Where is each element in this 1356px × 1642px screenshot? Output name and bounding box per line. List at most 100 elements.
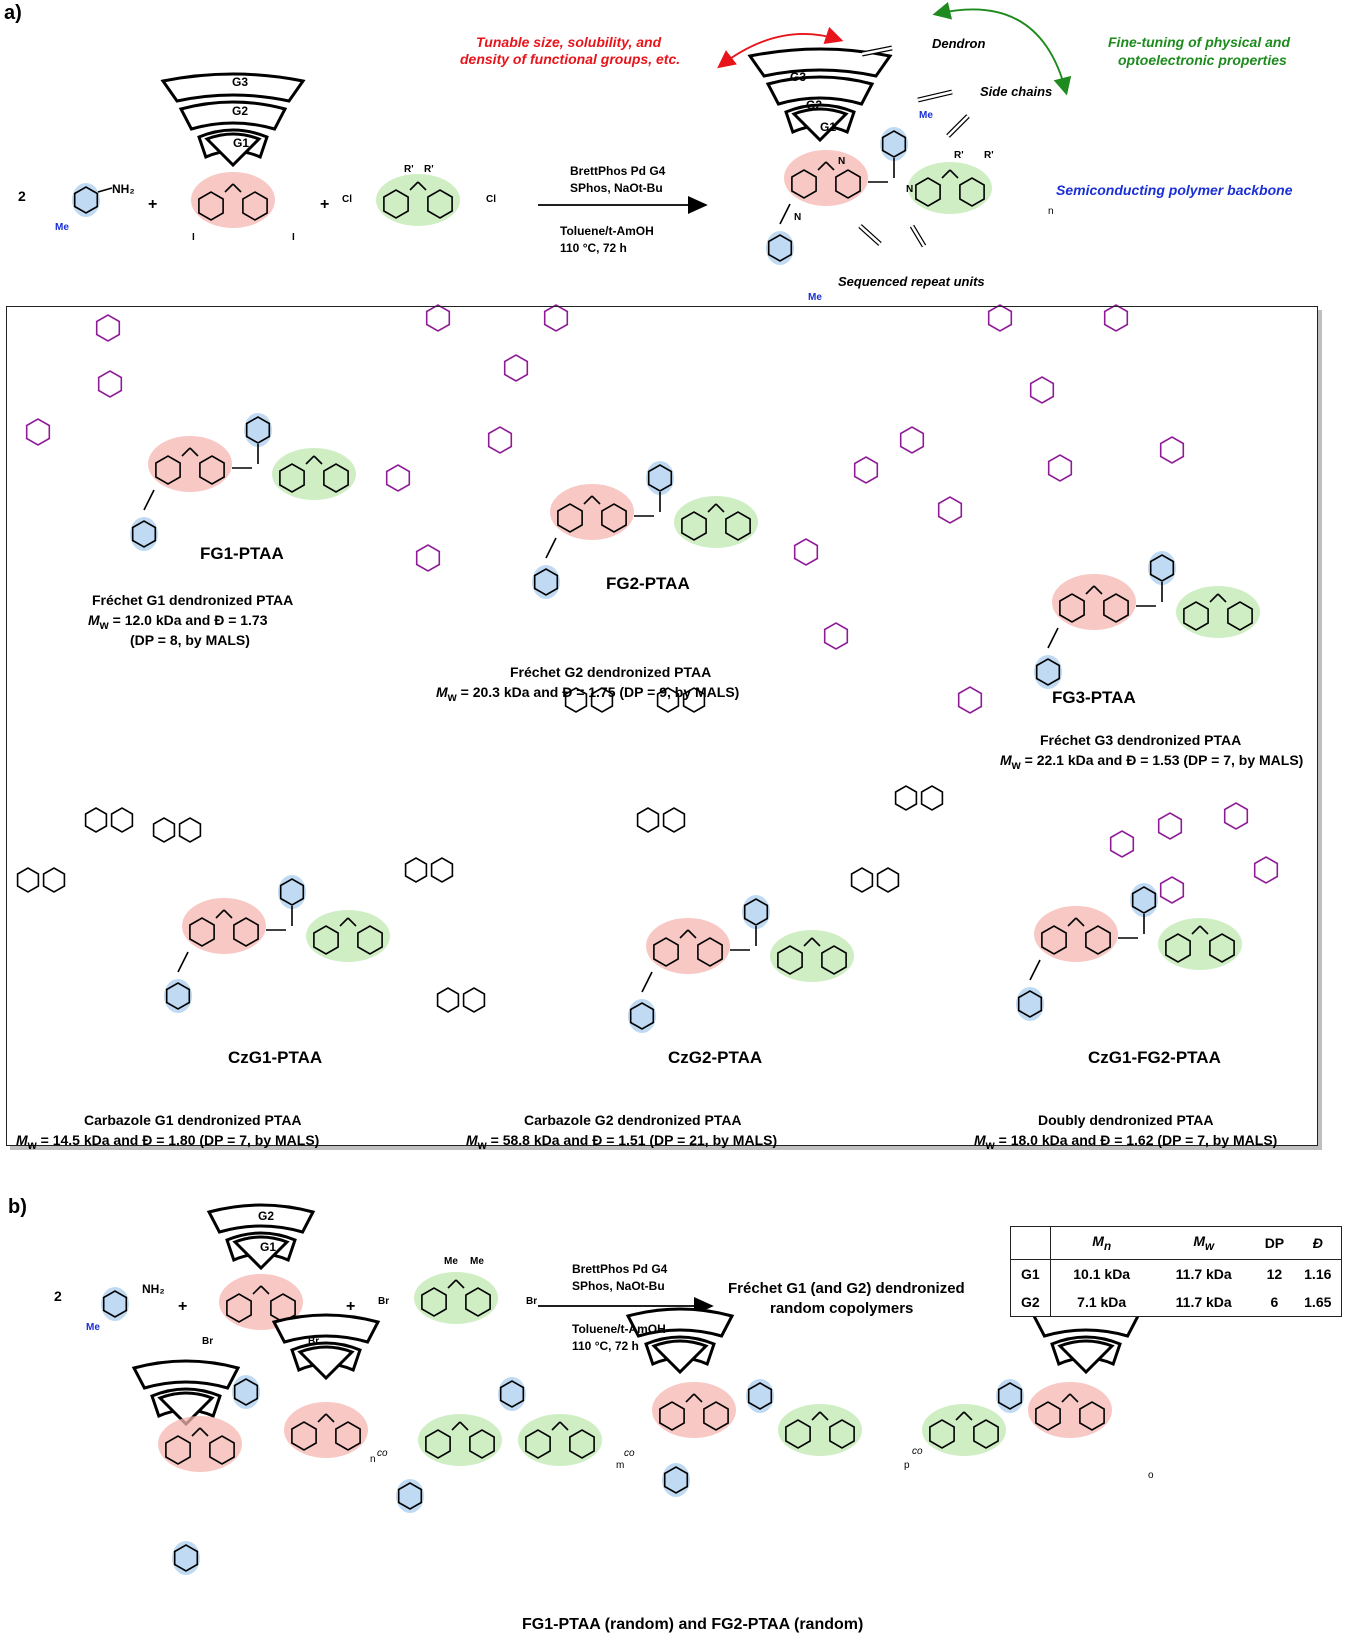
carbazole-ring — [1085, 925, 1111, 955]
bond — [819, 1411, 829, 1421]
r-prime-left: R' — [404, 164, 414, 175]
benzyl-ring — [1253, 856, 1279, 884]
bond — [199, 1427, 209, 1437]
compound-mw-fg1: Mw = 12.0 kDa and Đ = 1.73 — [88, 612, 268, 632]
dendron-wedge — [765, 75, 875, 106]
carbazole-highlight — [1052, 574, 1136, 630]
benzyl-ring — [503, 354, 529, 382]
bond — [679, 929, 689, 939]
dendron-wedge — [206, 1203, 316, 1234]
bond — [191, 1427, 201, 1437]
carbazole-highlight — [219, 1274, 303, 1330]
table-cell: 1.16 — [1304, 1265, 1332, 1282]
table-cell: 1.65 — [1304, 1293, 1332, 1310]
polymer-sub-o: o — [1148, 1470, 1154, 1481]
tolyl-ring — [743, 898, 769, 926]
fluorene-highlight — [376, 174, 460, 226]
tolyl-ring — [173, 1544, 199, 1572]
table-cell: 7.1 kDa — [1077, 1293, 1127, 1310]
hollow-arrow-inner — [859, 225, 881, 245]
bond — [313, 455, 323, 465]
tolyl-highlight — [662, 1463, 690, 1497]
benzyl-ring — [1047, 454, 1073, 482]
plus-sign: + — [346, 1298, 356, 1315]
bond — [685, 1393, 695, 1403]
fluorene-ring — [915, 177, 941, 207]
hexagon-ring — [16, 867, 40, 893]
compound-desc-czg2: Carbazole G2 dendronized PTAA — [524, 1112, 742, 1128]
carbazole-ring — [1059, 593, 1085, 623]
product-r-prime-2: R' — [984, 150, 994, 161]
hexagon-ring — [876, 867, 900, 893]
hollow-arrow-inner — [947, 115, 969, 137]
b-amine-coefficient: 2 — [54, 1288, 62, 1304]
benzyl-ring — [937, 496, 963, 524]
product-subscript-n: n — [1048, 206, 1054, 217]
compound-desc-fg2: Fréchet G2 dendronized PTAA — [510, 664, 712, 680]
bond — [1075, 917, 1085, 927]
bond — [1061, 1393, 1071, 1403]
tolyl-highlight — [746, 1379, 774, 1413]
bond — [715, 503, 725, 513]
fluorene-ring — [469, 1429, 495, 1459]
carbazole-highlight — [550, 484, 634, 540]
tolyl-highlight — [101, 1287, 129, 1321]
tolyl-highlight — [232, 1375, 260, 1409]
bond — [325, 1413, 335, 1423]
green-double-arrow — [932, 1, 1072, 96]
red-double-arrow — [717, 26, 844, 69]
product-n-bottom: N — [794, 212, 802, 223]
fluorene-ring — [421, 1287, 447, 1317]
benzyl-ring — [1103, 304, 1129, 332]
fluorene-highlight — [418, 1414, 502, 1466]
fluorene-highlight — [272, 448, 356, 500]
annotation-dendron: Dendron — [932, 36, 986, 51]
benzyl-ring — [1159, 436, 1185, 464]
carbazole-ring — [189, 917, 215, 947]
bond — [955, 1411, 965, 1421]
b-fluorene-me-2: Me — [470, 1256, 484, 1267]
benzyl-ring — [425, 304, 451, 332]
bond — [1217, 593, 1227, 603]
bond — [687, 929, 697, 939]
table-cell: G1 — [1010, 1259, 1051, 1288]
carbazole-highlight — [1034, 906, 1118, 962]
table-cell: 6 — [1270, 1293, 1279, 1310]
b-bromo-fluorene-right: Br — [526, 1296, 538, 1307]
bond — [1069, 1393, 1079, 1403]
compound-mw-czg2: Mw = 58.8 kDa and Đ = 1.51 (DP = 21, by … — [466, 1132, 778, 1152]
table-header-cell: Mw — [1152, 1226, 1255, 1260]
bond — [803, 937, 813, 947]
bond — [641, 971, 653, 993]
hexagon-ring — [590, 687, 614, 713]
tolyl-ring — [102, 1290, 128, 1318]
compound-name-fg3: FG3-PTAA — [1052, 688, 1136, 707]
table-cell: 11.7 kDa — [1175, 1293, 1232, 1310]
tolyl-ring — [73, 186, 99, 214]
benzyl-ring — [415, 544, 441, 572]
fluorene-highlight — [1158, 918, 1242, 970]
bond — [189, 447, 199, 457]
bond — [224, 183, 234, 193]
b-bromo-fluorene-left: Br — [378, 1296, 390, 1307]
bond — [455, 1279, 465, 1289]
bond — [447, 1279, 457, 1289]
compound-name-czg2: CzG2-PTAA — [668, 1048, 763, 1067]
carbazole-ring — [199, 455, 225, 485]
hexagon-ring — [436, 987, 460, 1013]
fluorene-ring — [569, 1429, 595, 1459]
dendron-wedge — [131, 1359, 241, 1390]
dendron-wedge — [271, 1313, 381, 1344]
fluorene-ring — [829, 1419, 855, 1449]
bond — [347, 917, 357, 927]
fluorene-ring — [821, 945, 847, 975]
mw-table: Mn Mw DP Đ G1 10.1 kDa 11.7 kDa 12 1.16 … — [1010, 1226, 1343, 1317]
tolyl-ring — [1017, 990, 1043, 1018]
compound-name-czg1-fg2: CzG1-FG2-PTAA — [1088, 1048, 1221, 1067]
amine-coefficient: 2 — [18, 188, 26, 204]
fluorene-highlight — [306, 910, 390, 962]
panel-a-label: a) — [4, 2, 22, 24]
compound-name-czg1: CzG1-PTAA — [228, 1048, 323, 1067]
polymer-sub-m: m — [616, 1460, 625, 1471]
